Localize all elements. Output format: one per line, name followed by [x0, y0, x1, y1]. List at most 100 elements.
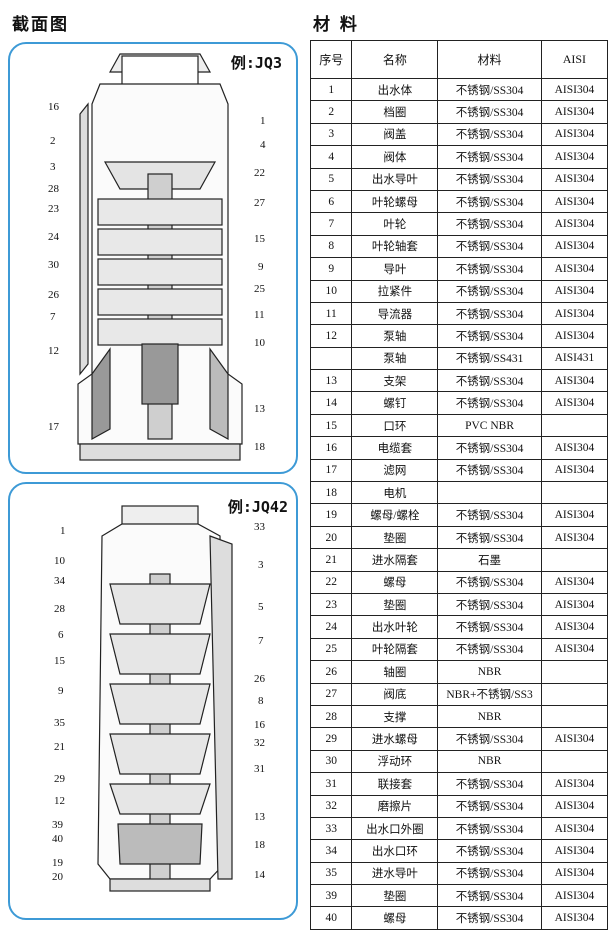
cell-name: 进水导叶 — [351, 861, 439, 886]
cell-aisi — [540, 548, 609, 572]
callout-1: 1 — [260, 115, 266, 127]
callout-15: 15 — [254, 233, 265, 245]
cell-aisi: AISI304 — [540, 906, 609, 930]
cell-name: 叶轮轴套 — [351, 234, 439, 259]
cell-material: 不锈钢/SS304 — [437, 592, 542, 617]
cell-name: 轴圈 — [351, 660, 439, 684]
callout-11: 11 — [254, 309, 265, 321]
cell-material: 不锈钢/SS304 — [437, 279, 542, 303]
cell-material: 不锈钢/SS304 — [437, 436, 542, 460]
cell-name: 垫圈 — [351, 525, 439, 550]
cell-material: 不锈钢/SS304 — [437, 861, 542, 886]
cell-index: 10 — [309, 279, 353, 303]
cell-aisi: AISI304 — [540, 391, 609, 415]
callout-21: 21 — [54, 741, 65, 753]
diagram-jq3-label: 例:JQ3 — [230, 54, 282, 72]
cell-name: 档圈 — [351, 100, 439, 124]
cell-material: 不锈钢/SS304 — [437, 212, 542, 236]
cell-name: 泵轴 — [351, 324, 439, 348]
cell-aisi: AISI304 — [540, 324, 609, 348]
header-aisi: AISI — [540, 40, 609, 79]
cell-material: 不锈钢/SS304 — [437, 145, 542, 169]
pump-jq3-drawing — [77, 53, 243, 461]
cell-aisi — [540, 413, 609, 438]
cell-index: 2 — [309, 100, 353, 124]
cell-material: NBR+不锈钢/SS3 — [437, 682, 542, 706]
callout-3: 3 — [50, 161, 56, 173]
cell-material: 不锈钢/SS304 — [437, 324, 542, 348]
cell-aisi: AISI304 — [540, 570, 609, 594]
cell-index: 26 — [309, 660, 353, 684]
cell-aisi: AISI304 — [540, 525, 609, 550]
callout-16: 16 — [254, 719, 265, 731]
cell-aisi: AISI304 — [540, 145, 609, 169]
cell-name: 阀底 — [351, 682, 439, 706]
callout-13: 13 — [254, 811, 265, 823]
cell-aisi: AISI304 — [540, 772, 609, 796]
callout-26: 26 — [48, 289, 59, 301]
cell-material: 不锈钢/SS304 — [437, 301, 542, 326]
cell-index: 21 — [309, 548, 353, 572]
cell-aisi: AISI304 — [540, 77, 609, 102]
cell-material — [437, 481, 542, 505]
callout-40: 40 — [52, 833, 63, 845]
cell-index: 15 — [309, 413, 353, 438]
header-index: 序号 — [309, 40, 353, 79]
cell-index: 32 — [309, 794, 353, 818]
callout-1: 1 — [60, 525, 66, 537]
cell-material: 不锈钢/SS304 — [437, 816, 542, 841]
cell-name: 垫圈 — [351, 884, 439, 908]
cell-index: 8 — [309, 234, 353, 259]
cell-aisi: AISI304 — [540, 167, 609, 191]
cell-aisi — [540, 660, 609, 684]
callout-8: 8 — [258, 695, 264, 707]
cell-material: 不锈钢/SS304 — [437, 839, 542, 863]
callout-29: 29 — [54, 773, 65, 785]
cell-index: 29 — [309, 727, 353, 751]
cell-name: 浮动环 — [351, 749, 439, 774]
cell-material: 不锈钢/SS304 — [437, 794, 542, 818]
cell-name: 拉紧件 — [351, 279, 439, 303]
cell-aisi: AISI304 — [540, 369, 609, 393]
cell-aisi: AISI304 — [540, 234, 609, 259]
cell-index: 30 — [309, 749, 353, 774]
cell-index: 14 — [309, 391, 353, 415]
cell-material: 不锈钢/SS304 — [437, 772, 542, 796]
callout-12: 12 — [48, 345, 59, 357]
callout-18: 18 — [254, 839, 265, 851]
cell-name: 阀体 — [351, 145, 439, 169]
cell-index: 6 — [309, 189, 353, 214]
cell-name: 电缆套 — [351, 436, 439, 460]
diagram-jq42-panel: 例:JQ42 1 10 34 28 6 15 9 35 21 29 12 39 … — [8, 482, 298, 920]
cell-material: 不锈钢/SS304 — [437, 189, 542, 214]
cell-name: 出水口环 — [351, 839, 439, 863]
cell-name: 导叶 — [351, 257, 439, 281]
cell-aisi: AISI304 — [540, 816, 609, 841]
cell-index: 28 — [309, 704, 353, 729]
cell-index: 4 — [309, 145, 353, 169]
cell-material: 不锈钢/SS304 — [437, 884, 542, 908]
cell-name: 叶轮 — [351, 212, 439, 236]
cell-index: 39 — [309, 884, 353, 908]
cell-material: NBR — [437, 749, 542, 774]
cell-index: 17 — [309, 458, 353, 483]
callout-16: 16 — [48, 101, 59, 113]
cell-material: 不锈钢/SS304 — [437, 257, 542, 281]
cell-material: 不锈钢/SS304 — [437, 503, 542, 527]
callout-9: 9 — [58, 685, 64, 697]
cell-index — [309, 346, 353, 371]
table-header-row: 序号 名称 材料 AISI — [309, 40, 609, 79]
